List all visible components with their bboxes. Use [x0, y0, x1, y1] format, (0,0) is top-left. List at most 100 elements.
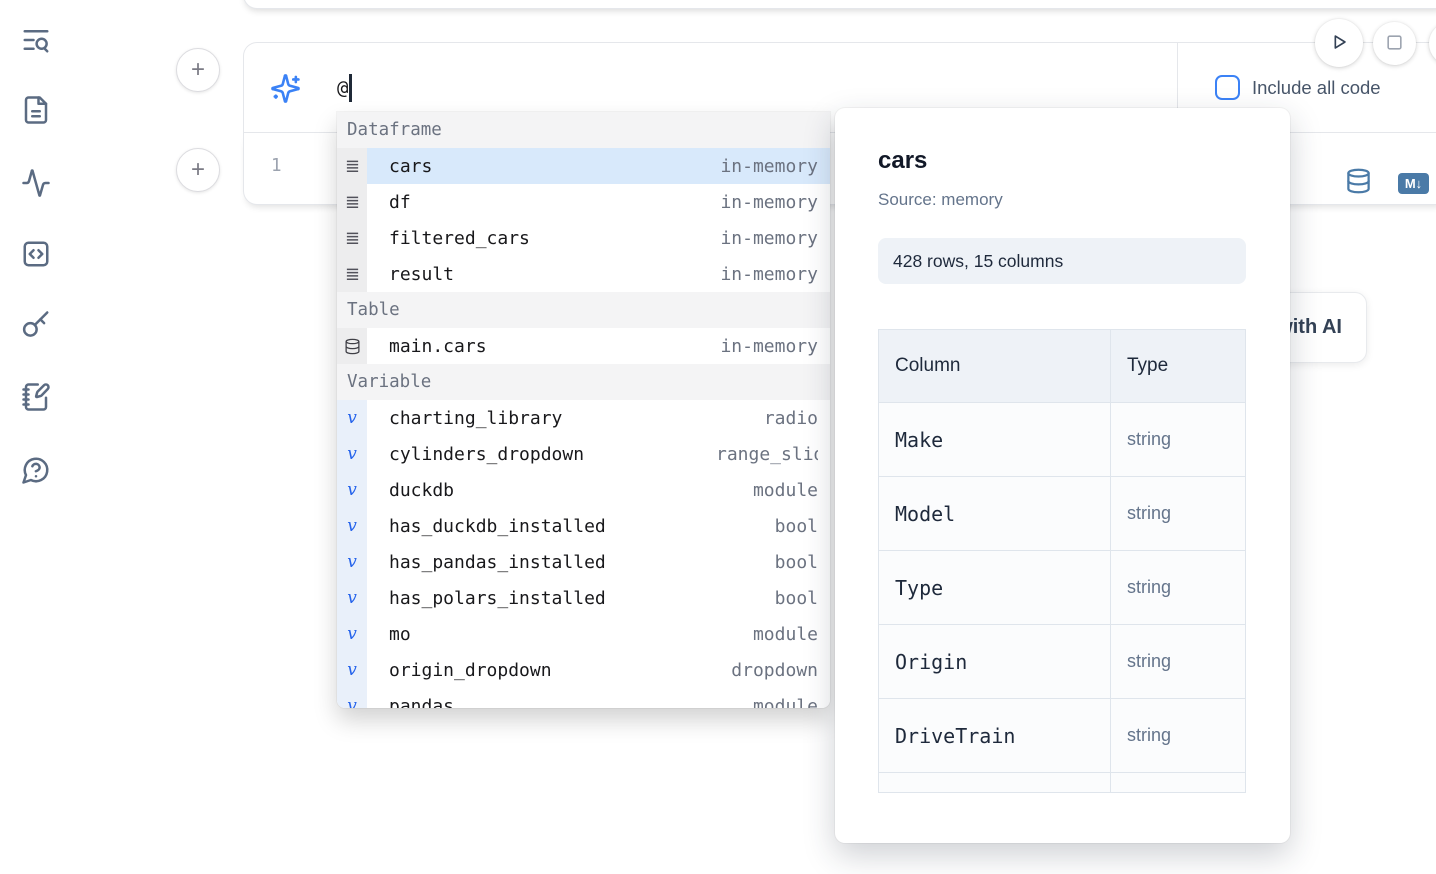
- item-type: in-memory: [720, 191, 818, 213]
- file-document-icon[interactable]: [21, 95, 51, 125]
- autocomplete-item[interactable]: v duckdb module: [337, 472, 830, 508]
- item-name: has_pandas_installed: [389, 551, 606, 573]
- prompt-value: @: [337, 76, 349, 99]
- column-type: string: [1127, 651, 1172, 671]
- item-name: mo: [389, 623, 411, 645]
- autocomplete-item[interactable]: v cylinders_dropdown range_slider: [337, 436, 830, 472]
- sparkles-icon: [270, 73, 301, 104]
- column-type: string: [1127, 577, 1172, 597]
- item-type: in-memory: [720, 263, 818, 285]
- include-all-code-label: Include all code: [1252, 76, 1381, 98]
- item-name: cars: [389, 155, 433, 177]
- dataframe-icon: [346, 232, 358, 244]
- dataframe-preview-popup: cars Source: memory 428 rows, 15 columns…: [835, 108, 1290, 843]
- markdown-export-icon[interactable]: M↓: [1398, 173, 1429, 194]
- scratchpad-icon[interactable]: [21, 382, 51, 412]
- item-type: in-memory: [720, 227, 818, 249]
- item-type: range_slider: [716, 443, 818, 465]
- item-name: duckdb: [389, 479, 455, 501]
- schema-table-row: [879, 772, 1245, 792]
- variable-icon: v: [347, 696, 357, 708]
- item-type: dropdown: [731, 659, 818, 681]
- autocomplete-section-header: Table: [337, 292, 830, 328]
- column-name: DriveTrain: [895, 723, 1016, 748]
- preview-shape-badge: 428 rows, 15 columns: [878, 238, 1246, 284]
- variable-icon: v: [347, 480, 357, 500]
- autocomplete-section-header: Variable: [337, 364, 830, 400]
- preview-title: cars: [878, 147, 928, 174]
- variable-icon: v: [347, 516, 357, 536]
- item-name: result: [389, 263, 455, 285]
- column-name: Type: [895, 575, 944, 600]
- autocomplete-section-header: Dataframe: [337, 112, 830, 148]
- item-type: bool: [774, 551, 818, 573]
- item-type: module: [752, 695, 818, 709]
- add-cell-button-bottom[interactable]: +: [176, 148, 220, 192]
- autocomplete-item[interactable]: v has_pandas_installed bool: [337, 544, 830, 580]
- partial-edge-button[interactable]: [1429, 22, 1436, 65]
- schema-table-row: Type string: [879, 550, 1245, 624]
- line-number: 1: [271, 156, 282, 176]
- item-name: filtered_cars: [389, 227, 530, 249]
- stop-icon: [1385, 33, 1404, 55]
- include-all-code-option: Include all code: [1177, 43, 1436, 132]
- activity-icon[interactable]: [21, 168, 51, 198]
- column-name: Make: [895, 427, 944, 452]
- type-header: Type: [1127, 355, 1169, 376]
- autocomplete-item[interactable]: filtered_cars in-memory: [337, 220, 830, 256]
- database-icon: [344, 338, 360, 354]
- schema-table-row: Make string: [879, 402, 1245, 476]
- toc-search-icon[interactable]: [21, 25, 51, 55]
- autocomplete-item[interactable]: v pandas module: [337, 688, 830, 708]
- dataframe-icon: [346, 160, 358, 172]
- autocomplete-item[interactable]: cars in-memory: [337, 148, 830, 184]
- key-icon[interactable]: [21, 310, 51, 340]
- item-type: bool: [774, 587, 818, 609]
- preview-source: Source: memory: [878, 190, 1003, 209]
- dataframe-icon: [346, 196, 358, 208]
- item-name: df: [389, 191, 411, 213]
- text-cursor: [349, 73, 352, 102]
- datasource-icon[interactable]: [1345, 166, 1372, 201]
- item-type: radio: [763, 407, 818, 429]
- item-name: origin_dropdown: [389, 659, 552, 681]
- column-name: Origin: [895, 649, 968, 674]
- variable-icon: v: [347, 444, 357, 464]
- variable-icon: v: [347, 408, 357, 428]
- schema-table-header: Column Type: [879, 330, 1245, 402]
- item-type: bool: [774, 515, 818, 537]
- variable-icon: v: [347, 588, 357, 608]
- play-icon: [1328, 31, 1350, 56]
- item-type: in-memory: [720, 335, 818, 357]
- item-type: module: [752, 623, 818, 645]
- item-type: module: [752, 479, 818, 501]
- stop-button[interactable]: [1373, 22, 1416, 65]
- autocomplete-item[interactable]: result in-memory: [337, 256, 830, 292]
- help-chat-icon[interactable]: [21, 455, 51, 485]
- run-button[interactable]: [1315, 19, 1363, 67]
- item-name: pandas: [389, 695, 455, 709]
- autocomplete-item[interactable]: df in-memory: [337, 184, 830, 220]
- item-type: in-memory: [720, 155, 818, 177]
- ai-prompt-input[interactable]: @: [337, 43, 352, 132]
- item-name: cylinders_dropdown: [389, 443, 585, 465]
- cell-actions: M↓: [1345, 166, 1429, 201]
- autocomplete-item[interactable]: v origin_dropdown dropdown: [337, 652, 830, 688]
- autocomplete-item[interactable]: v charting_library radio: [337, 400, 830, 436]
- include-all-code-checkbox[interactable]: [1215, 75, 1240, 100]
- variable-icon: v: [347, 660, 357, 680]
- item-name: charting_library: [389, 407, 563, 429]
- variable-icon: v: [347, 552, 357, 572]
- previous-cell-edge: [243, 0, 1436, 9]
- code-square-icon[interactable]: [21, 239, 51, 269]
- add-cell-button-top[interactable]: +: [176, 48, 220, 92]
- column-header: Column: [879, 330, 1111, 402]
- column-type: string: [1127, 429, 1172, 449]
